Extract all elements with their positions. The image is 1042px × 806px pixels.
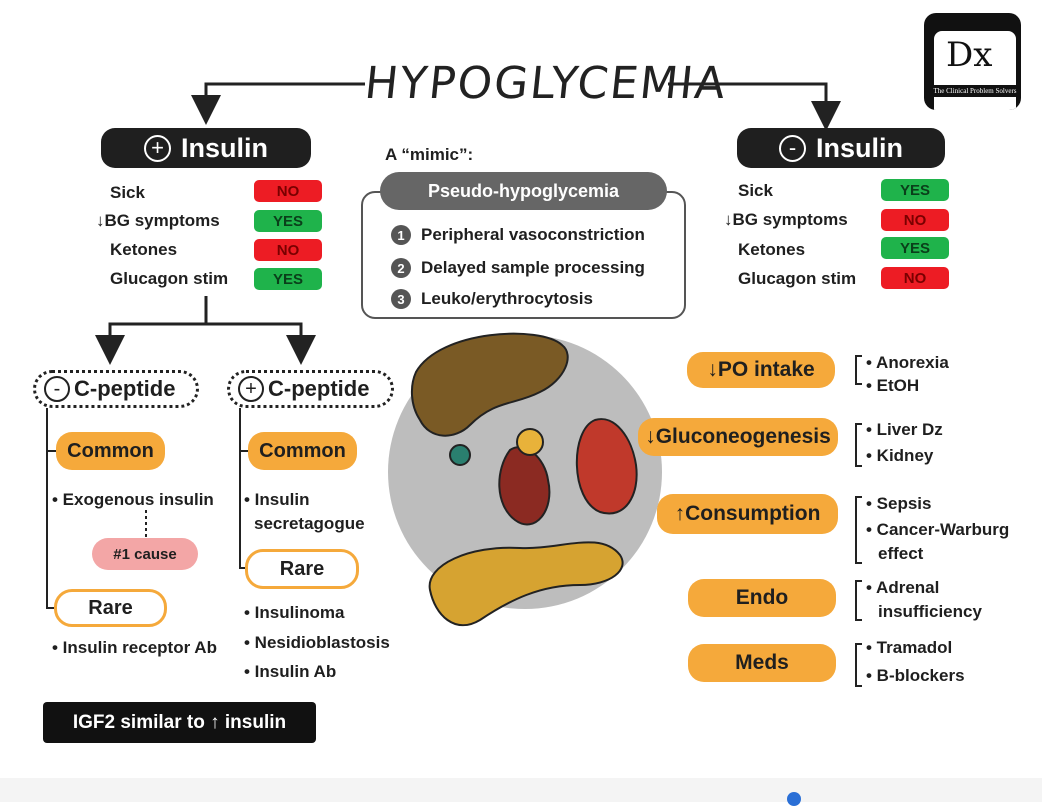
cpeptide-label: C-peptide [268, 376, 370, 401]
number-badge: 2 [391, 258, 411, 278]
mimic-item-text: Leuko/erythrocytosis [421, 289, 593, 308]
cause-item: • EtOH [866, 376, 920, 395]
up-arrow-icon: ↑ [210, 711, 220, 733]
minus-circle-icon: - [779, 134, 806, 162]
row-label: Glucagon stim [738, 269, 857, 288]
neg-common-pill: Common [56, 432, 165, 470]
status-tag: YES [254, 268, 322, 290]
liver-shape [410, 332, 569, 437]
down-arrow-icon: ↓ [707, 358, 718, 381]
pos-common-item: • Insulin [244, 490, 310, 509]
arrow-to-minus-insulin [668, 82, 841, 131]
status-tag: YES [881, 179, 949, 201]
row-label: Glucagon stim [110, 269, 229, 288]
cause-badge: #1 cause [92, 538, 198, 570]
row-label: BG symptoms [732, 210, 848, 229]
logo-mark: Dx [946, 35, 993, 75]
cause-pill-endo: Endo [688, 579, 836, 617]
arrow-to-plus-insulin [191, 82, 365, 125]
cause-pill-meds: Meds [688, 644, 836, 682]
status-tag: NO [881, 209, 949, 231]
cause-label: Gluconeogenesis [655, 425, 831, 448]
arrow-to-neg-cpeptide [95, 296, 208, 365]
pos-rare-item: • Insulin Ab [244, 662, 337, 681]
cause-item: • Tramadol [866, 638, 953, 657]
down-arrow-icon: ↓ [724, 210, 733, 229]
kidney-cross-section-shape [575, 418, 638, 515]
row-label: Ketones [738, 240, 806, 259]
status-tag: YES [254, 210, 322, 232]
gallbladder-shape [449, 444, 471, 466]
plus-insulin-header: + Insulin [101, 128, 311, 168]
pancreas-shape [428, 541, 624, 627]
status-tag: NO [881, 267, 949, 289]
pos-common-item-cont: secretagogue [254, 514, 365, 533]
page-title: HYPOGLYCEMIA [362, 58, 730, 109]
cause-pill-po-intake: ↓PO intake [687, 352, 835, 388]
neg-common-item: • Exogenous insulin [52, 490, 214, 509]
cause-item: • Liver Dz [866, 420, 943, 439]
mimic-item: 3 Leuko/erythrocytosis [391, 289, 593, 309]
pseudo-hypoglycemia-box: 1 Peripheral vasoconstriction 2 Delayed … [361, 191, 686, 319]
pos-rare-item: • Nesidioblastosis [244, 633, 390, 652]
dx-logo: Dx The Clinical Problem Solvers [924, 13, 1021, 110]
mimic-item-text: Peripheral vasoconstriction [421, 225, 645, 244]
mimic-item: 2 Delayed sample processing [391, 258, 645, 278]
status-tag: NO [254, 180, 322, 202]
globe-icon [787, 792, 801, 806]
pos-cpeptide-header: + C-peptide [227, 370, 394, 408]
cause-pill-gluconeogenesis: ↓Gluconeogenesis [638, 418, 838, 456]
minus-insulin-label: Insulin [816, 132, 903, 163]
mimic-item: 1 Peripheral vasoconstriction [391, 225, 645, 245]
plus-circle-icon: + [144, 134, 171, 162]
down-arrow-icon: ↓ [645, 425, 656, 448]
row-label: BG symptoms [104, 211, 220, 230]
row-label: Sick [738, 181, 773, 200]
cause-pill-consumption: ↑Consumption [657, 494, 838, 534]
up-arrow-icon: ↑ [674, 502, 686, 525]
minus-insulin-header: - Insulin [737, 128, 945, 168]
row-label: Ketones [110, 240, 178, 259]
cpeptide-label: C-peptide [74, 376, 176, 401]
neg-rare-pill: Rare [54, 589, 167, 627]
pos-rare-item: • Insulinoma [244, 603, 345, 622]
neg-cpeptide-header: - C-peptide [33, 370, 199, 408]
logo-subtitle: The Clinical Problem Solvers [932, 85, 1018, 97]
mimic-item-text: Delayed sample processing [421, 258, 645, 277]
bottom-strip [0, 778, 1042, 802]
pos-rare-pill: Rare [245, 549, 359, 589]
plus-insulin-label: Insulin [181, 132, 268, 163]
pseudo-hypoglycemia-pill: Pseudo-hypoglycemia [380, 172, 667, 210]
cause-item: • Sepsis [866, 494, 932, 513]
mimic-heading: A “mimic”: [385, 145, 474, 164]
status-tag: YES [881, 237, 949, 259]
pos-common-pill: Common [248, 432, 357, 470]
neg-rare-item: • Insulin receptor Ab [52, 638, 217, 657]
minus-circle-icon: - [44, 376, 70, 402]
cause-item: • Kidney [866, 446, 934, 465]
igf2-text: insulin [224, 711, 287, 733]
organs-illustration [388, 332, 662, 627]
igf2-note: IGF2 similar to ↑ insulin [43, 702, 316, 743]
cause-item-cont: insufficiency [878, 602, 982, 621]
cause-item: • Cancer-Warburg [866, 520, 1010, 539]
plus-circle-icon: + [238, 376, 264, 402]
number-badge: 3 [391, 289, 411, 309]
arrow-to-pos-cpeptide [206, 322, 316, 365]
cause-label: Consumption [685, 502, 821, 525]
cause-item: • Adrenal [866, 578, 940, 597]
igf2-text: IGF2 similar to [72, 711, 205, 733]
row-label: Sick [110, 183, 145, 202]
cause-item-cont: effect [878, 544, 924, 563]
cause-item: • B-blockers [866, 666, 965, 685]
down-arrow-icon: ↓ [96, 211, 105, 230]
cause-item: • Anorexia [866, 353, 949, 372]
cause-label: PO intake [717, 358, 815, 381]
status-tag: NO [254, 239, 322, 261]
adrenal-shape [516, 428, 544, 456]
number-badge: 1 [391, 225, 411, 245]
